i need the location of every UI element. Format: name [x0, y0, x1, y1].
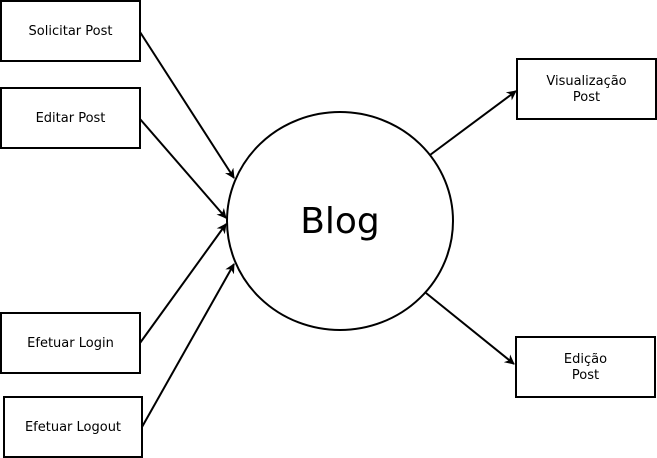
entity-visualizacao-post: Visualização Post	[516, 58, 657, 120]
entity-label-line-1: Edição	[564, 352, 607, 367]
blog-process: Blog	[226, 111, 454, 331]
entity-box	[0, 87, 141, 149]
entity-label: Efetuar Logout	[25, 420, 121, 435]
entity-box	[515, 336, 656, 398]
entity-label: Efetuar Login	[27, 336, 114, 351]
entity-edicao-post: Edição Post	[515, 336, 656, 398]
entity-label: Editar Post	[36, 111, 106, 126]
entity-box	[0, 312, 141, 374]
arrow-blog-to-edicao-post	[425, 292, 515, 365]
entity-box	[0, 0, 141, 62]
entity-efetuar-logout: Efetuar Logout	[3, 396, 143, 458]
arrow-efetuar-logout-to-blog	[141, 263, 235, 428]
entity-box	[516, 58, 657, 120]
entity-box	[3, 396, 143, 458]
entity-label: Solicitar Post	[29, 24, 113, 39]
blog-process-label: Blog	[300, 201, 380, 242]
entity-solicitar-post: Solicitar Post	[0, 0, 141, 62]
entity-label-line-2: Post	[573, 90, 600, 105]
arrow-blog-to-visualizacao-post	[429, 90, 517, 156]
blog-process-circle	[226, 111, 454, 331]
entity-label-line-2: Post	[572, 368, 599, 383]
arrow-solicitar-post-to-blog	[139, 31, 235, 179]
entity-efetuar-login: Efetuar Login	[0, 312, 141, 374]
arrow-efetuar-login-to-blog	[139, 223, 227, 344]
entity-editar-post: Editar Post	[0, 87, 141, 149]
entity-label-line-1: Visualização	[546, 74, 626, 89]
arrow-editar-post-to-blog	[139, 118, 227, 219]
